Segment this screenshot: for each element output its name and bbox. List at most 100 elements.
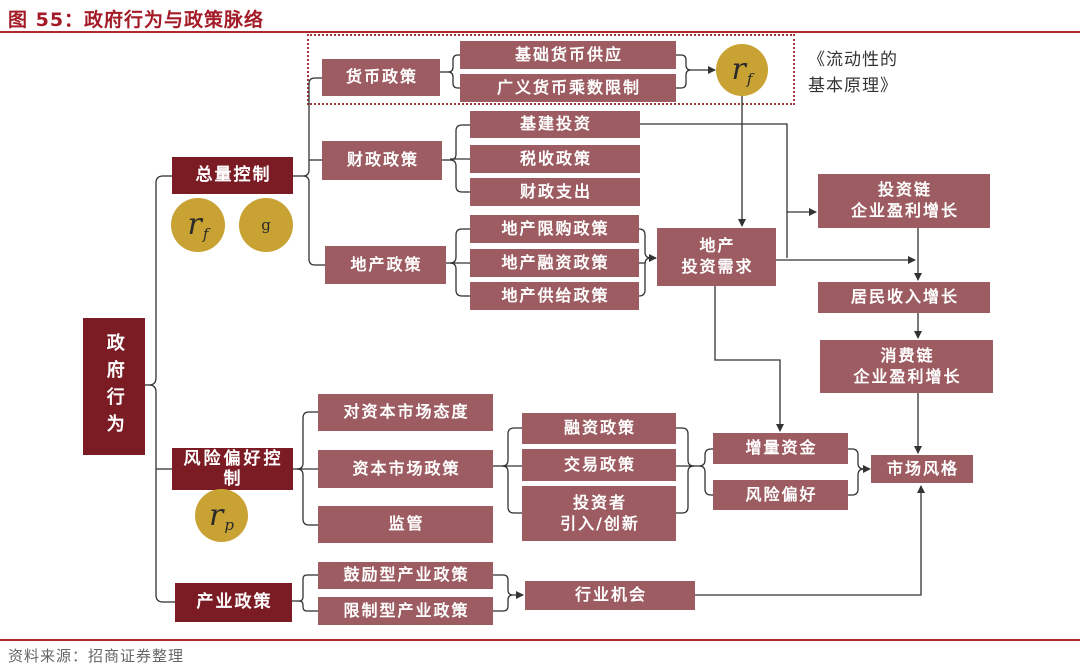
node-label: 投资链: [877, 180, 932, 200]
node-monetary-policy: 货币政策: [322, 59, 440, 96]
node-capital-market-attitude: 对资本市场态度: [318, 394, 493, 431]
node-label: 鼓励型产业政策: [343, 565, 470, 585]
node-label: 交易政策: [563, 454, 636, 474]
node-fiscal-spending: 财政支出: [470, 178, 640, 206]
node-label: 风险偏好控制: [183, 448, 284, 489]
reference-note: 《流动性的 基本原理》: [808, 47, 898, 99]
node-property-policy: 地产政策: [325, 246, 446, 284]
line-infrastructure-to-investment-chain: [640, 123, 788, 258]
node-label: 企业盈利增长: [850, 201, 959, 220]
factor-circle-g: g: [239, 198, 293, 252]
node-label: 广义货币乘数限制: [496, 77, 641, 97]
factor-subscript: p: [224, 515, 234, 534]
node-capital-market-policy: 资本市场政策: [318, 450, 493, 488]
node-label: 消费链: [880, 345, 935, 365]
node-label: 居民收入增长: [850, 287, 959, 307]
node-regulation: 监管: [318, 506, 493, 543]
page-title: 图 55：政府行为与政策脉络: [8, 9, 265, 31]
node-total-control: 总量控制: [172, 157, 293, 194]
brace-channels-result: [851, 448, 865, 496]
node-consumption-chain-profit-growth: 消费链 企业盈利增长: [820, 340, 993, 393]
node-label: 限制型产业政策: [343, 600, 470, 620]
node-industry-policy: 产业政策: [175, 583, 292, 622]
reference-line: 《流动性的: [808, 50, 898, 70]
node-label: 基建投资: [519, 114, 592, 134]
node-risk-appetite-control: 风险偏好控制: [172, 448, 293, 490]
node-trading-policy: 交易政策: [522, 449, 676, 481]
node-label: 市场风格: [886, 458, 959, 478]
node-label: 地产政策: [350, 254, 423, 274]
node-label: 地产融资政策: [501, 252, 610, 272]
node-government-behavior: 政府行为: [83, 318, 145, 455]
node-investment-chain-profit-growth: 投资链 企业盈利增长: [818, 174, 990, 228]
factor-symbol: g: [261, 216, 271, 234]
reference-line: 基本原理》: [808, 76, 898, 96]
node-risk-appetite: 风险偏好: [713, 480, 848, 510]
node-label: 政府行为: [103, 332, 125, 441]
node-label: 行业机会: [574, 585, 647, 605]
node-market-style: 市场风格: [871, 455, 973, 483]
node-encouraging-industry-policy: 鼓励型产业政策: [318, 562, 493, 589]
node-infrastructure-investment: 基建投资: [470, 111, 640, 138]
node-property-financing-policy: 地产融资政策: [470, 249, 639, 277]
factor-symbol: r: [209, 497, 224, 533]
source-note: 资料来源：招商证券整理: [8, 647, 185, 665]
node-label: 资本市场政策: [352, 458, 461, 478]
node-label: 融资政策: [563, 418, 636, 438]
brace-total-control: [302, 77, 316, 266]
factor-subscript: f: [746, 70, 753, 88]
node-label: 风险偏好: [745, 484, 818, 504]
brace-monetary-result: [680, 54, 692, 89]
brace-capital-policy-items: [501, 427, 515, 514]
footer-divider: [0, 639, 1080, 641]
brace-capital-policy-result: [681, 427, 695, 514]
node-label: 货币政策: [345, 67, 418, 87]
node-label: 地产供给政策: [501, 285, 610, 305]
title-divider: [0, 31, 1080, 33]
node-label: 税收政策: [519, 148, 592, 168]
arrow-opportunity-to-market-style: [695, 485, 925, 596]
node-label: 企业盈利增长: [853, 366, 962, 386]
brace-industry-items: [298, 574, 308, 612]
node-label: 监管: [388, 514, 425, 534]
node-broad-money-multiplier-limit: 广义货币乘数限制: [460, 74, 676, 102]
node-label: 引入/创新: [560, 513, 640, 533]
node-incremental-funds: 增量资金: [713, 433, 848, 464]
node-label: 产业政策: [196, 592, 273, 613]
brace-monetary-items: [447, 54, 459, 89]
node-label: 财政政策: [346, 150, 419, 170]
node-label: 投资者: [572, 492, 627, 512]
node-label: 增量资金: [745, 438, 818, 458]
factor-subscript: f: [202, 225, 209, 243]
node-label: 基础货币供应: [514, 44, 623, 64]
brace-channels: [698, 448, 712, 496]
monetary-highlight-frame: [307, 34, 795, 105]
node-property-supply-policy: 地产供给政策: [470, 282, 639, 310]
node-label: 地产: [699, 236, 736, 256]
node-label: 地产限购政策: [501, 218, 610, 238]
node-base-money-supply: 基础货币供应: [460, 41, 676, 69]
node-label: 对资本市场态度: [343, 402, 470, 422]
node-property-investment-demand: 地产 投资需求: [657, 228, 776, 286]
node-property-purchase-limit: 地产限购政策: [470, 215, 639, 243]
node-label: 投资需求: [681, 257, 754, 276]
brace-government-behavior: [148, 175, 164, 603]
arrow-property-demand-to-funds: [714, 286, 784, 432]
factor-symbol: r: [187, 207, 202, 242]
node-investor-introduction-innovation: 投资者 引入/创新: [522, 486, 676, 541]
node-label: 财政支出: [519, 181, 592, 201]
node-financing-policy: 融资政策: [522, 413, 676, 444]
node-tax-policy: 税收政策: [470, 145, 640, 173]
factor-symbol: r: [731, 52, 746, 87]
node-industry-opportunity: 行业机会: [525, 581, 695, 610]
node-household-income-growth: 居民收入增长: [818, 282, 990, 313]
node-restrictive-industry-policy: 限制型产业政策: [318, 597, 493, 625]
node-label: 总量控制: [195, 165, 272, 186]
node-fiscal-policy: 财政政策: [322, 141, 442, 180]
brace-industry-result: [502, 574, 514, 612]
